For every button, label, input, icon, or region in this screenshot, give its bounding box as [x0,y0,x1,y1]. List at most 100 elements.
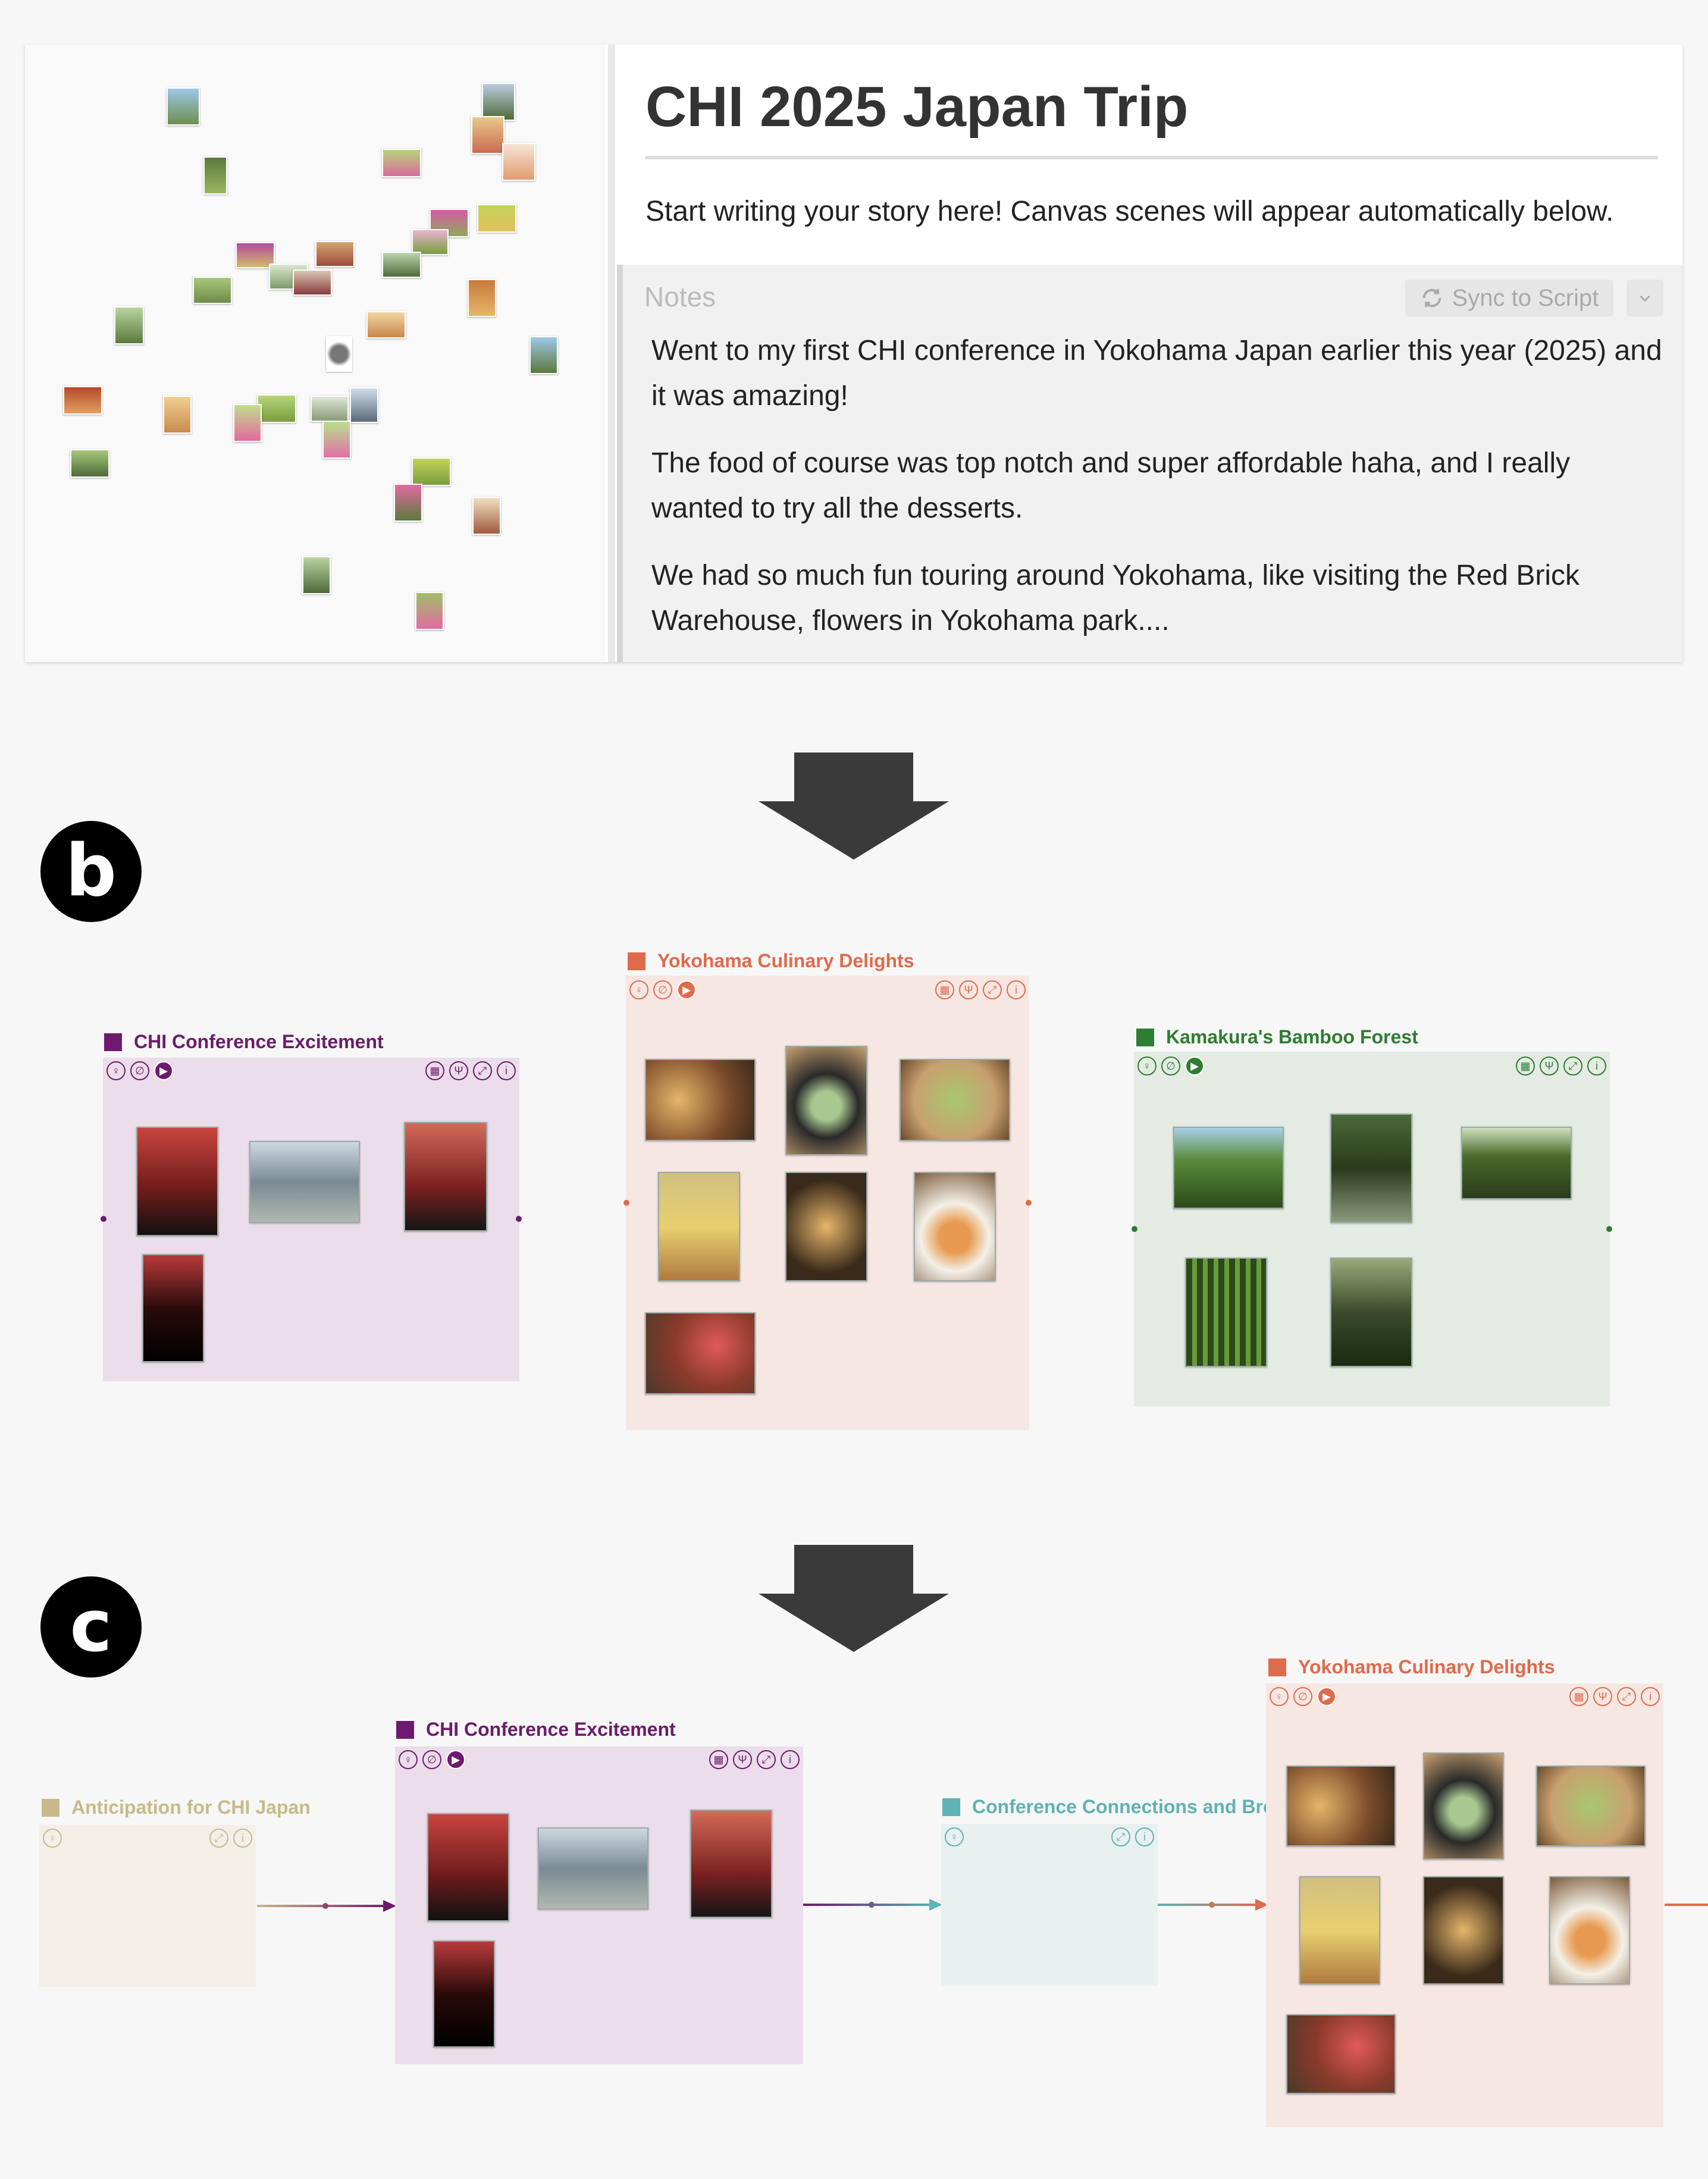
link-icon[interactable]: ⤢ [1111,1827,1130,1846]
story-placeholder-text[interactable]: Start writing your story here! Canvas sc… [645,196,1614,227]
scene-title-food[interactable]: Yokohama Culinary Delights [1268,1656,1555,1678]
photo-thumbnail[interactable] [394,484,422,522]
photo-thumbnail[interactable] [114,306,144,344]
branch-icon[interactable]: Ψ [449,1061,468,1080]
scene-photo[interactable] [404,1122,487,1231]
photo-thumbnail[interactable] [382,149,421,177]
photo-thumbnail[interactable] [472,497,501,535]
attach-icon[interactable]: ∅ [653,980,672,999]
scene-photo[interactable] [914,1172,996,1281]
grid-layout-icon[interactable]: ▦ [935,980,954,999]
scene-photo[interactable] [785,1046,867,1155]
scene-photo[interactable] [785,1172,867,1281]
narration-icon[interactable]: ♀ [1270,1687,1289,1706]
branch-icon[interactable]: Ψ [1593,1687,1612,1706]
grid-layout-icon[interactable]: ▦ [425,1061,444,1080]
link-icon[interactable]: ⤢ [1563,1056,1582,1076]
info-icon[interactable]: i [1007,980,1026,999]
attach-icon[interactable]: ∅ [1293,1687,1312,1706]
info-icon[interactable]: i [497,1061,516,1080]
scene-photo[interactable] [900,1059,1010,1141]
photo-thumbnail[interactable] [70,449,109,478]
panel-splitter[interactable] [608,45,615,662]
connector-port[interactable] [516,1216,522,1222]
photo-thumbnail[interactable] [412,229,449,255]
scene-connector[interactable] [1665,1904,1708,1906]
info-icon[interactable]: i [1587,1056,1606,1076]
scene-card-food[interactable]: ♀ ∅ ▶ ▦ Ψ ⤢ i [1266,1683,1663,2127]
photo-thumbnail[interactable] [482,83,515,121]
connector-port[interactable] [623,1200,629,1206]
info-icon[interactable]: i [233,1829,252,1848]
photo-thumbnail[interactable] [326,336,352,372]
scene-photo[interactable] [658,1172,740,1281]
info-icon[interactable]: i [781,1750,800,1769]
link-icon[interactable]: ⤢ [757,1750,776,1769]
video-icon[interactable]: ▶ [154,1061,173,1080]
scene-photo[interactable] [1423,1752,1504,1860]
scene-photo[interactable] [1536,1766,1646,1846]
connector-port[interactable] [1606,1226,1612,1232]
photo-thumbnail[interactable] [193,277,232,304]
photo-thumbnail[interactable] [257,394,296,423]
scene-title-anticipation[interactable]: Anticipation for CHI Japan [42,1797,311,1819]
photo-thumbnail[interactable] [468,279,496,317]
grid-layout-icon[interactable]: ▦ [1516,1056,1535,1076]
scene-photo[interactable] [1330,1258,1412,1367]
scene-title-connections[interactable]: Conference Connections and Break [942,1796,1295,1818]
photo-thumbnail[interactable] [350,387,378,423]
photo-thumbnail[interactable] [382,252,421,278]
scene-photo[interactable] [427,1813,509,1921]
narration-icon[interactable]: ♀ [1137,1056,1157,1076]
scene-photo[interactable] [690,1810,772,1918]
scene-photo[interactable] [136,1127,218,1236]
scene-title-chi[interactable]: CHI Conference Excitement [396,1719,676,1741]
scene-photo[interactable] [1461,1127,1572,1199]
branch-icon[interactable]: Ψ [959,980,978,999]
scene-photo[interactable] [1330,1114,1412,1223]
scene-card-chi[interactable]: ♀ ∅ ▶ ▦ Ψ ⤢ i [395,1747,803,2064]
photo-thumbnail[interactable] [233,404,262,442]
scene-photo[interactable] [142,1254,204,1362]
photo-thumbnail[interactable] [529,336,558,374]
info-icon[interactable]: i [1135,1827,1154,1846]
photo-thumbnail[interactable] [293,269,332,296]
scene-photo[interactable] [538,1827,648,1910]
connector-handle[interactable] [1209,1902,1215,1908]
connector-handle[interactable] [322,1903,328,1909]
notes-paragraph[interactable]: Went to my first CHI conference in Yokoh… [651,335,1662,412]
connector-port[interactable] [1132,1226,1137,1232]
video-icon[interactable]: ▶ [1317,1687,1336,1706]
scene-photo[interactable] [249,1141,360,1223]
photo-thumbnail[interactable] [471,116,504,154]
photo-thumbnail[interactable] [203,156,227,195]
info-icon[interactable]: i [1641,1687,1660,1706]
attach-icon[interactable]: ∅ [130,1061,149,1080]
photo-thumbnail[interactable] [477,204,516,233]
narration-icon[interactable]: ♀ [43,1829,62,1848]
scene-photo[interactable] [1423,1876,1504,1984]
scene-photo[interactable] [645,1059,756,1141]
connector-handle[interactable] [869,1902,875,1908]
scene-title-food[interactable]: Yokohama Culinary Delights [628,950,914,972]
scene-title-chi[interactable]: CHI Conference Excitement [104,1031,384,1053]
scene-photo[interactable] [1549,1876,1630,1984]
link-icon[interactable]: ⤢ [1617,1687,1636,1706]
scene-card-chi[interactable]: ♀ ∅ ▶ ▦ Ψ ⤢ i [103,1058,519,1381]
grid-layout-icon[interactable]: ▦ [1569,1687,1588,1706]
scene-photo[interactable] [1299,1876,1380,1984]
narration-icon[interactable]: ♀ [399,1750,418,1769]
photo-thumbnail[interactable] [302,556,331,594]
scene-photo[interactable] [1286,1766,1396,1846]
notes-paragraph[interactable]: The food of course was top notch and sup… [651,447,1571,524]
connector-port[interactable] [101,1216,106,1222]
scene-card-bamboo[interactable]: ♀ ∅ ▶ ▦ Ψ ⤢ i [1134,1052,1610,1406]
photo-thumbnail[interactable] [415,592,444,630]
photo-thumbnail[interactable] [63,386,102,415]
link-icon[interactable]: ⤢ [473,1061,492,1080]
branch-icon[interactable]: Ψ [733,1750,752,1769]
photo-thumbnail[interactable] [322,421,351,459]
scene-photo[interactable] [433,1940,495,2048]
video-icon[interactable]: ▶ [446,1750,465,1769]
attach-icon[interactable]: ∅ [422,1750,441,1769]
